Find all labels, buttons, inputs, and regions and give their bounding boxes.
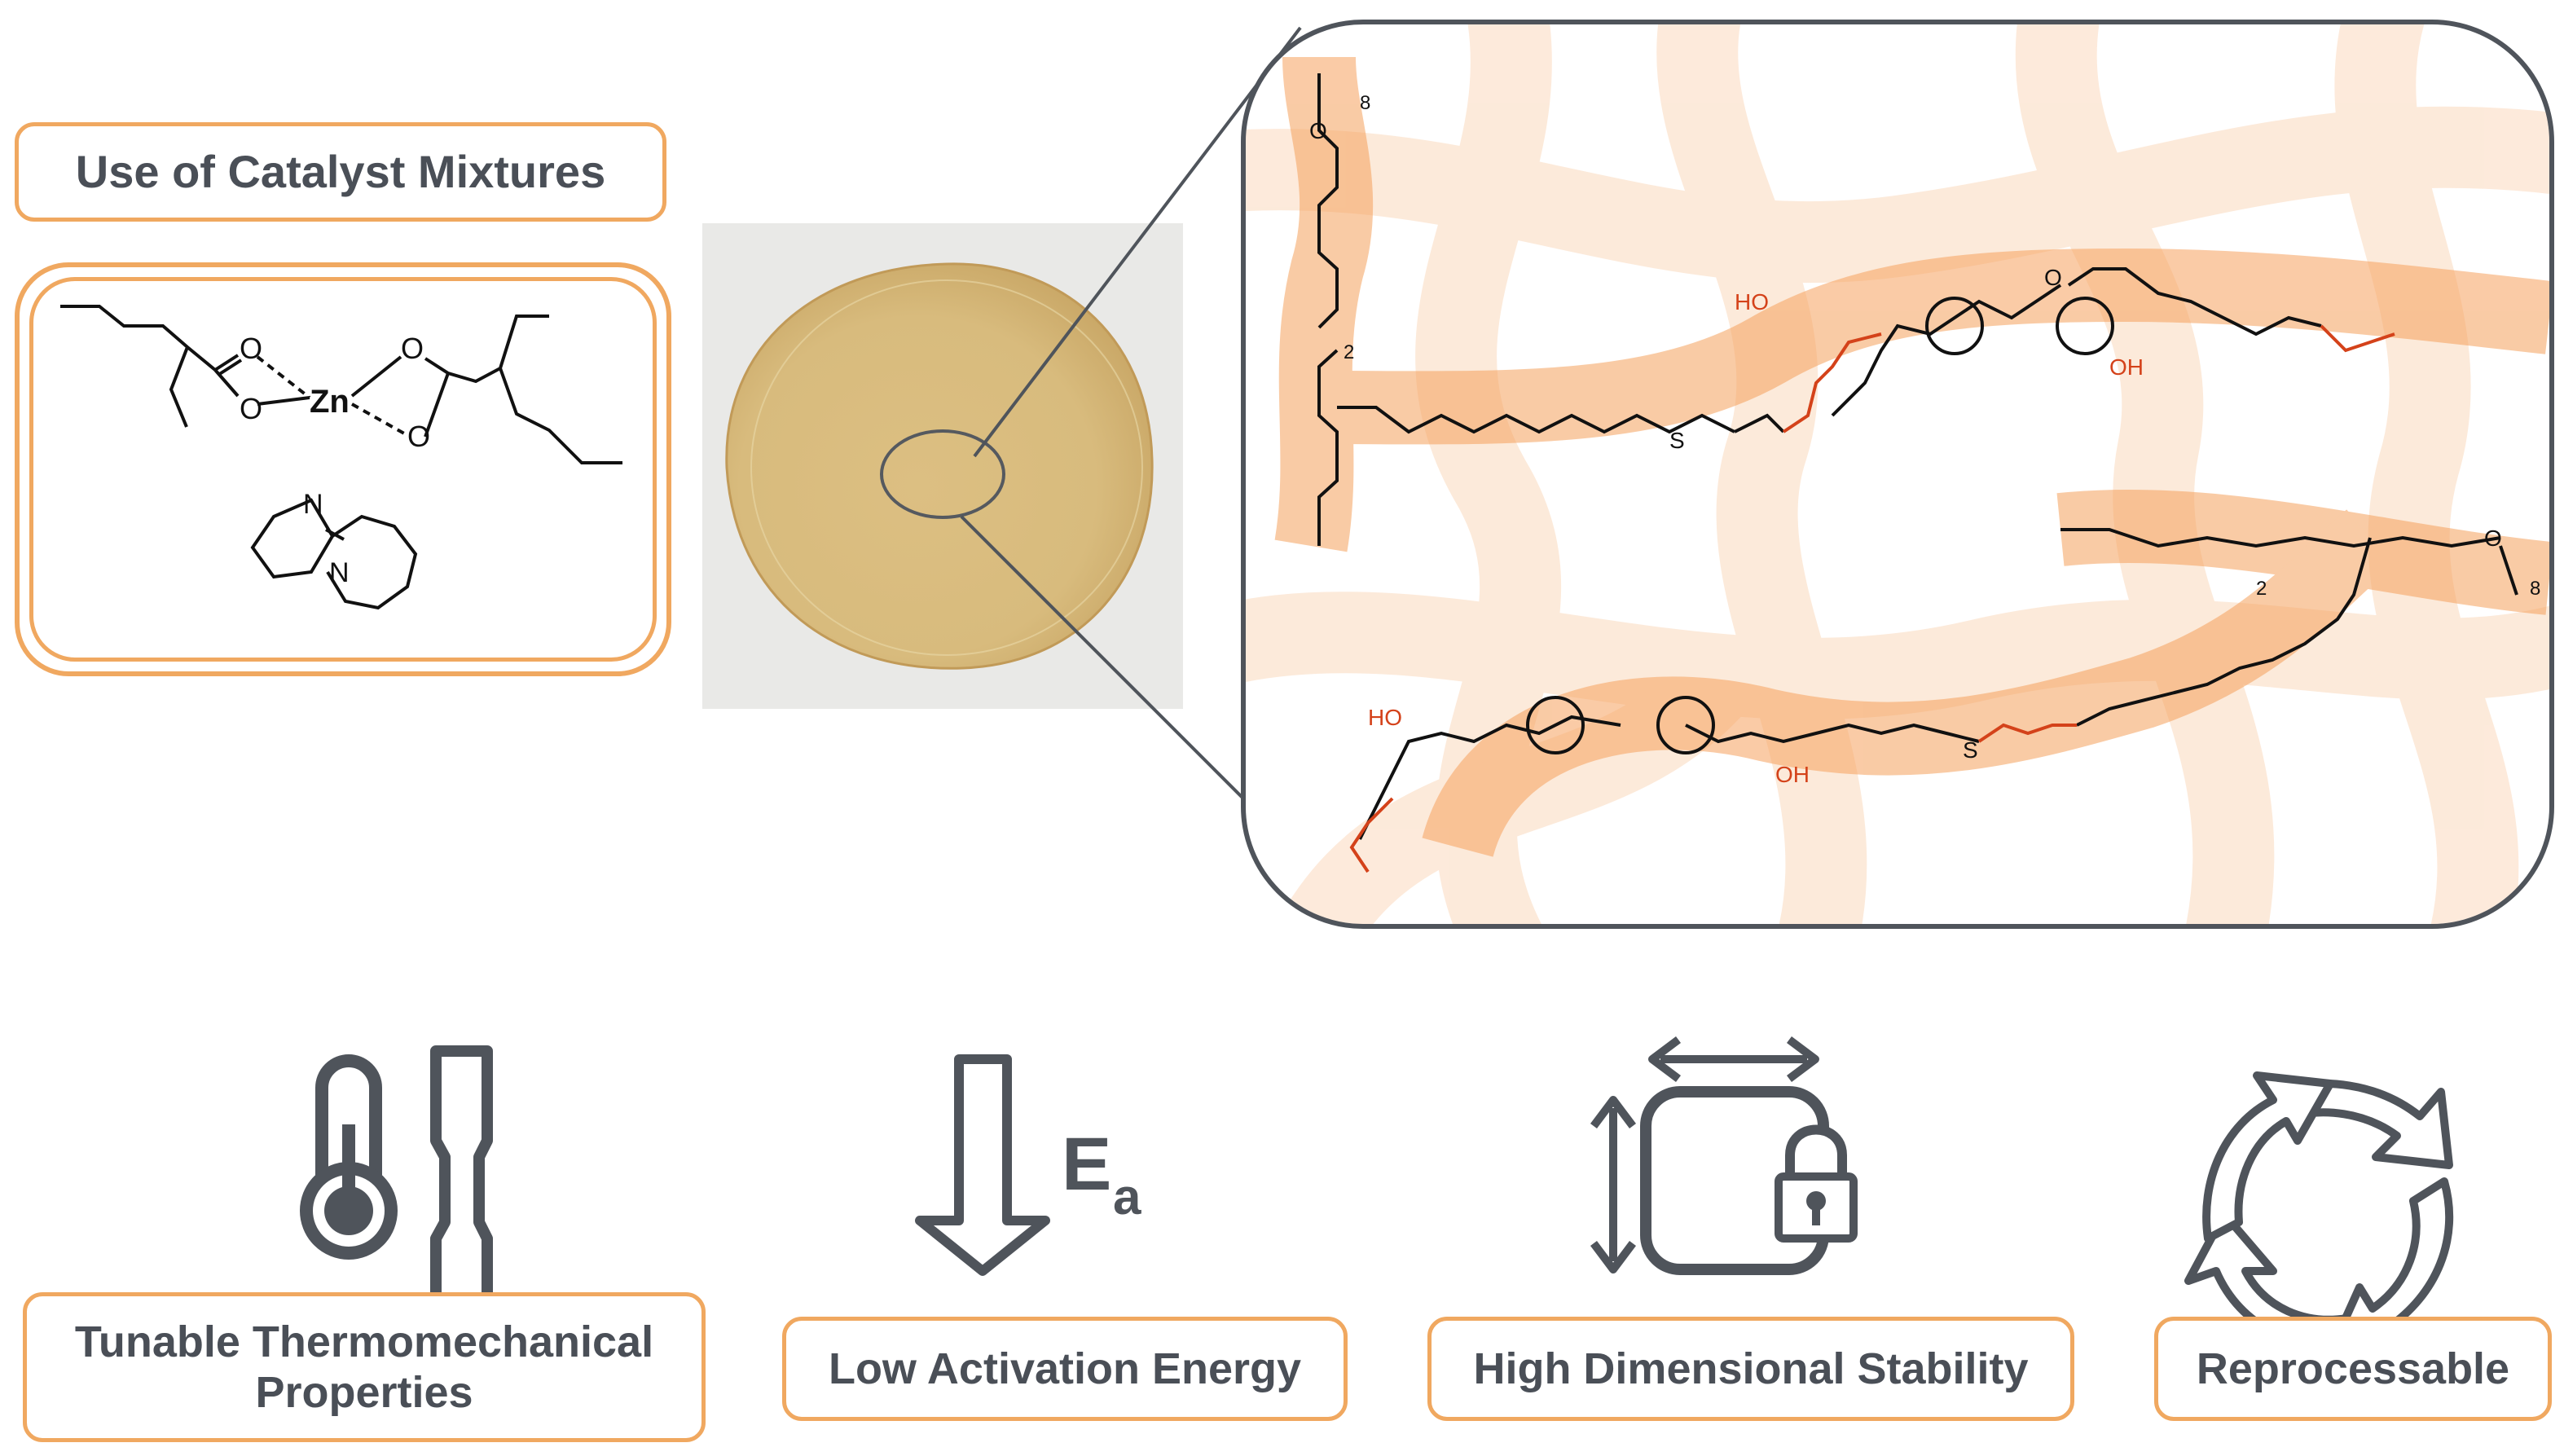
sulfur-label-2: S [1963, 737, 1978, 763]
lock-icon [1775, 1124, 1858, 1243]
catalyst-structures-box: Zn O O O O N N [15, 262, 671, 676]
oxygen-label-1: O [240, 332, 262, 365]
reprocessable-label: Reprocessable [2154, 1317, 2552, 1421]
ea-subscript: a [1113, 1169, 1141, 1225]
horizontal-double-arrow-icon [1648, 1036, 1819, 1082]
zinc-octoate-structure: Zn O O O O [60, 305, 622, 464]
oxygen-net-label-2: O [2044, 265, 2062, 290]
thermometer-icon [300, 1054, 398, 1260]
tunable-properties-label: Tunable Thermomechanical Properties [23, 1292, 706, 1442]
dbu-structure: N N [250, 489, 418, 610]
oxygen-net-label-3: O [2484, 526, 2502, 551]
repeat-2-label-2: 2 [2256, 578, 2267, 600]
nitrogen-label-2: N [329, 557, 350, 588]
oxygen-net-label-1: O [1309, 118, 1327, 143]
down-arrow-icon [915, 1054, 1050, 1276]
catalyst-title: Use of Catalyst Mixtures [15, 122, 666, 222]
catalyst-inner-border [29, 277, 657, 662]
hydroxyl-label-3: HO [1368, 705, 1402, 730]
polymer-network-panel: HO OH HO OH S S O O O 8 2 2 8 [1241, 20, 2554, 929]
repeat-8-label-1: 8 [1360, 92, 1370, 114]
hydroxyl-label-4: OH [1775, 762, 1810, 787]
recycle-arrows-icon [2184, 1071, 2454, 1357]
activation-energy-label: Low Activation Energy [782, 1317, 1348, 1421]
repeat-2-label-1: 2 [1344, 341, 1354, 363]
polymer-film-photo [702, 223, 1183, 709]
vertical-double-arrow-icon [1590, 1096, 1636, 1273]
repeat-8-label-2: 8 [2530, 578, 2540, 600]
oxygen-label-2: O [240, 392, 262, 425]
magnification-circle [880, 429, 1005, 519]
hydroxyl-label-2: OH [2109, 354, 2144, 380]
zn-label: Zn [310, 384, 350, 420]
oxygen-label-3: O [401, 332, 424, 365]
hydroxyl-label-1: HO [1735, 289, 1769, 315]
nitrogen-label-1: N [303, 489, 323, 520]
network-strands: HO OH HO OH S S O O O 8 2 2 8 [1246, 24, 2549, 924]
tensile-specimen-icon [430, 1045, 493, 1309]
ea-symbol: E [1062, 1123, 1111, 1206]
sulfur-label-1: S [1669, 428, 1685, 453]
dimensional-stability-label: High Dimensional Stability [1427, 1317, 2074, 1421]
oxygen-label-4: O [407, 420, 430, 453]
